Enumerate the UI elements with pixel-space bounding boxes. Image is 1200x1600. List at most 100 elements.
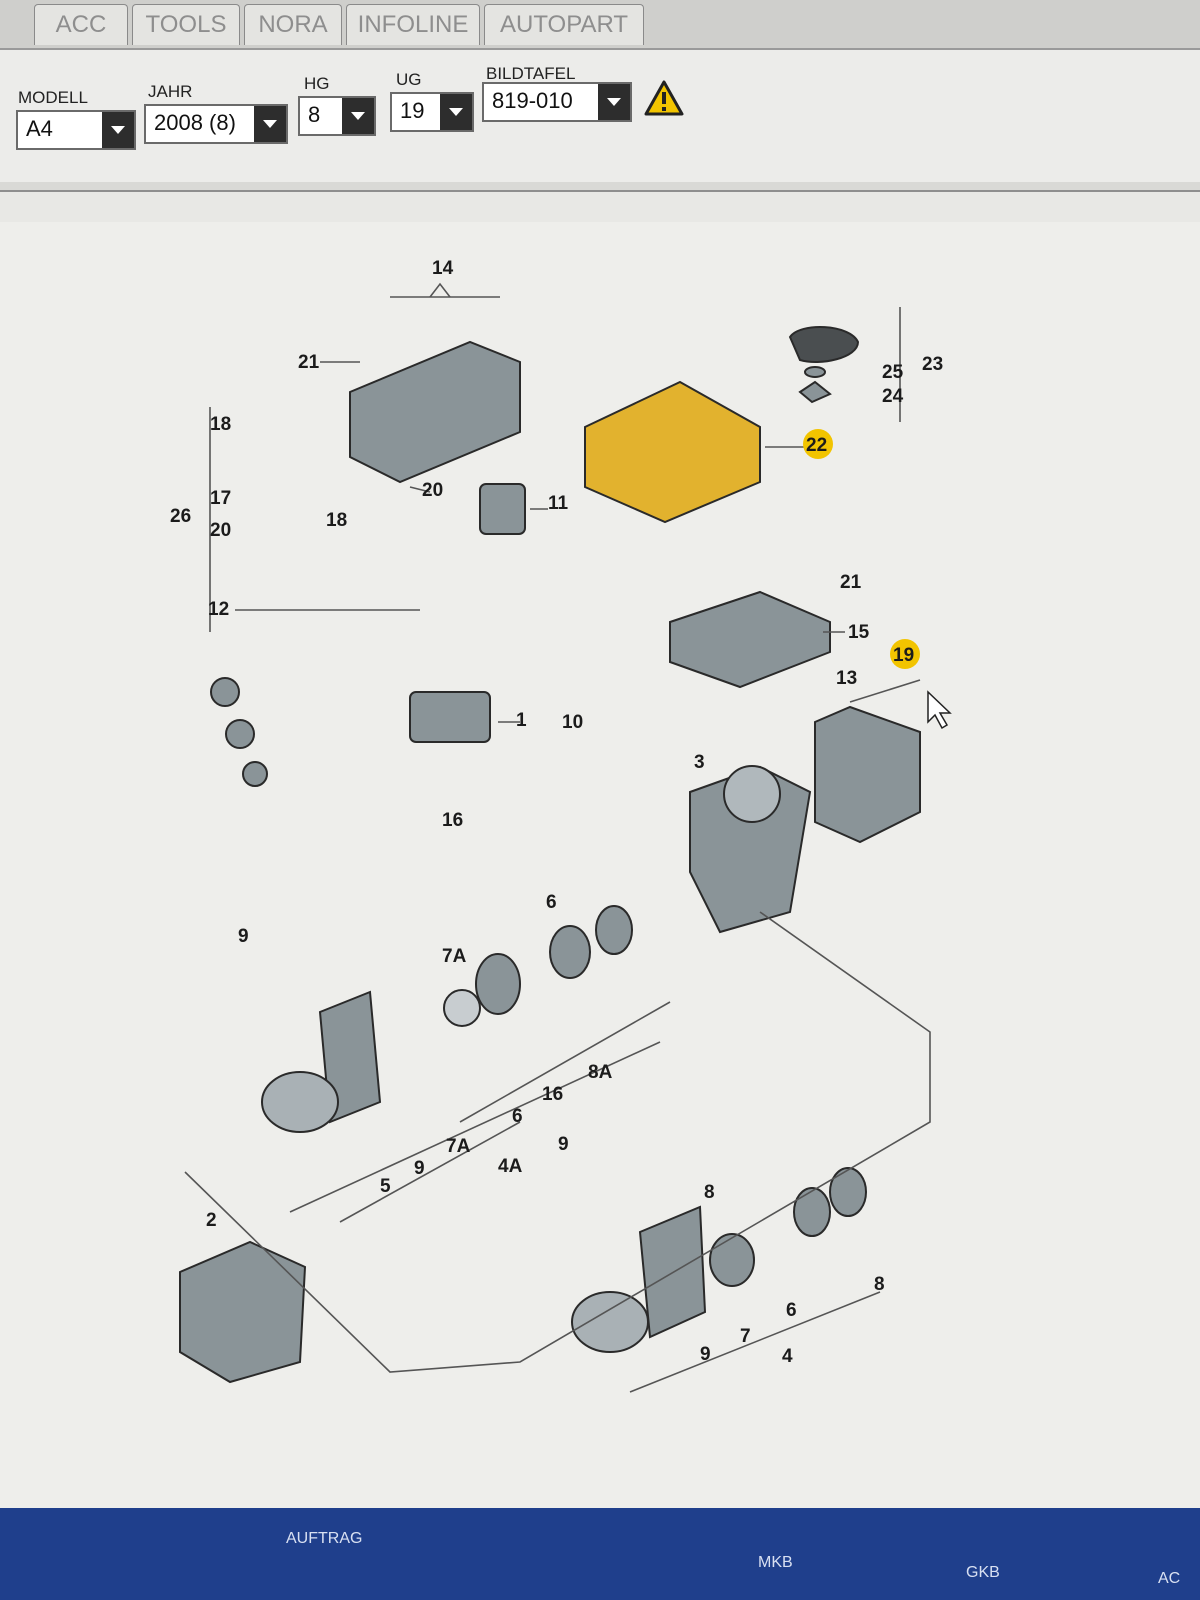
part-housing-13[interactable] bbox=[814, 705, 921, 844]
callout-label[interactable]: 26 bbox=[170, 506, 191, 527]
part-tube-5[interactable] bbox=[261, 1071, 339, 1133]
callout-label[interactable]: 18 bbox=[210, 414, 231, 435]
callout-label[interactable]: 13 bbox=[836, 668, 857, 689]
callout-label[interactable]: 20 bbox=[422, 480, 443, 501]
part-sensor-11[interactable] bbox=[479, 483, 526, 535]
callout-label[interactable]: 25 bbox=[882, 362, 904, 383]
part-tube-4[interactable] bbox=[571, 1291, 649, 1353]
tab-bar: ACC TOOLS NORA INFOLINE AUTOPART bbox=[0, 0, 1200, 48]
callout-label[interactable]: 7A bbox=[442, 946, 467, 967]
hg-select[interactable]: 8 bbox=[298, 96, 376, 136]
callout-label[interactable]: 10 bbox=[562, 712, 583, 733]
callout-label[interactable]: 16 bbox=[542, 1084, 563, 1105]
status-footer: AUFTRAG MKB GKB AC bbox=[0, 1508, 1200, 1600]
part-clip-24[interactable] bbox=[798, 380, 832, 404]
chevron-down-icon[interactable] bbox=[342, 98, 374, 134]
part-seal-8A-a[interactable] bbox=[549, 925, 591, 979]
callout-label[interactable]: 9 bbox=[558, 1134, 569, 1155]
callout-label[interactable]: 12 bbox=[208, 599, 229, 620]
callout-label[interactable]: 18 bbox=[326, 510, 347, 531]
part-harness-1[interactable] bbox=[409, 691, 491, 743]
ug-value: 19 bbox=[400, 98, 425, 123]
callout-label[interactable]: 14 bbox=[432, 258, 454, 279]
part-pump-2[interactable] bbox=[179, 1240, 307, 1384]
footer-auftrag[interactable]: AUFTRAG bbox=[286, 1530, 363, 1547]
callout-label[interactable]: 9 bbox=[700, 1344, 711, 1365]
callout-labels: 14 21 18 17 20 26 12 11 20 18 23 25 24 2… bbox=[170, 258, 943, 1367]
part-washer-25[interactable] bbox=[804, 366, 826, 378]
bildtafel-value: 819-010 bbox=[492, 88, 573, 113]
model-select[interactable]: A4 bbox=[16, 110, 136, 150]
tab-infoline[interactable]: INFOLINE bbox=[346, 4, 480, 45]
callout-label[interactable]: 4 bbox=[782, 1346, 793, 1367]
callout-label[interactable]: 7A bbox=[446, 1136, 471, 1157]
callout-label[interactable]: 9 bbox=[414, 1158, 425, 1179]
hg-value: 8 bbox=[308, 102, 321, 127]
callout-label[interactable]: 9 bbox=[238, 926, 249, 947]
callout-label[interactable]: 15 bbox=[848, 622, 870, 643]
part-seal-8-b[interactable] bbox=[829, 1167, 867, 1217]
callout-label[interactable]: 23 bbox=[922, 354, 943, 375]
callout-label[interactable]: 4A bbox=[498, 1156, 523, 1177]
callout-label[interactable]: 6 bbox=[512, 1106, 523, 1127]
callout-label[interactable]: 8 bbox=[874, 1274, 885, 1295]
callout-label[interactable]: 2 bbox=[206, 1210, 217, 1231]
part-cover-14[interactable] bbox=[349, 340, 521, 484]
callout-label[interactable]: 21 bbox=[298, 352, 320, 373]
model-value: A4 bbox=[26, 116, 53, 141]
part-seal-8A-b[interactable] bbox=[595, 905, 633, 955]
footer-mkb[interactable]: MKB bbox=[758, 1554, 793, 1571]
callout-label[interactable]: 1 bbox=[516, 710, 527, 731]
callout-label[interactable]: 5 bbox=[380, 1176, 391, 1197]
callout-label[interactable]: 19 bbox=[893, 645, 914, 666]
ug-label: UG bbox=[396, 70, 422, 89]
part-connector-b[interactable] bbox=[225, 719, 255, 749]
callout-label[interactable]: 21 bbox=[840, 572, 862, 593]
part-seal-7[interactable] bbox=[709, 1233, 755, 1287]
bildtafel-select[interactable]: 819-010 bbox=[482, 82, 632, 122]
callout-label[interactable]: 8 bbox=[704, 1182, 715, 1203]
callout-label[interactable]: 22 bbox=[806, 435, 827, 456]
footer-ac[interactable]: AC bbox=[1158, 1570, 1181, 1587]
part-seal-7A-upper[interactable] bbox=[443, 989, 481, 1027]
part-control-unit-22[interactable] bbox=[584, 380, 761, 524]
part-seal-8-a[interactable] bbox=[793, 1187, 831, 1237]
callout-label[interactable]: 7 bbox=[740, 1326, 751, 1347]
callout-label[interactable]: 6 bbox=[786, 1300, 797, 1321]
callout-label[interactable]: 17 bbox=[210, 488, 231, 509]
callout-label[interactable]: 11 bbox=[548, 493, 569, 514]
footer-gkb[interactable]: GKB bbox=[966, 1564, 1000, 1581]
chevron-down-icon[interactable] bbox=[440, 94, 472, 130]
callout-label[interactable]: 8A bbox=[588, 1062, 613, 1083]
part-remote-23[interactable] bbox=[788, 326, 860, 363]
parts-diagram-panel: 14 21 18 17 20 26 12 11 20 18 23 25 24 2… bbox=[0, 222, 1200, 1508]
part-gasket-upper[interactable] bbox=[475, 953, 521, 1015]
callout-label[interactable]: 6 bbox=[546, 892, 557, 913]
callout-label[interactable]: 3 bbox=[694, 752, 705, 773]
ug-select[interactable]: 19 bbox=[390, 92, 474, 132]
callout-label[interactable]: 20 bbox=[210, 520, 231, 541]
mouse-cursor-icon bbox=[927, 690, 952, 730]
part-connector-a[interactable] bbox=[210, 677, 240, 707]
tab-autopart[interactable]: AUTOPART bbox=[484, 4, 644, 45]
chevron-down-icon[interactable] bbox=[598, 84, 630, 120]
year-select[interactable]: 2008 (8) bbox=[144, 104, 288, 144]
part-connector-c[interactable] bbox=[242, 761, 268, 787]
chevron-down-icon[interactable] bbox=[102, 112, 134, 148]
bildtafel-label: BILDTAFEL bbox=[486, 64, 576, 83]
year-value: 2008 (8) bbox=[154, 110, 236, 135]
tab-nora[interactable]: NORA bbox=[244, 4, 342, 45]
hg-label: HG bbox=[304, 74, 330, 93]
highlight-marker-19 bbox=[890, 639, 920, 669]
callout-label[interactable]: 16 bbox=[442, 810, 463, 831]
year-label: JAHR bbox=[148, 82, 193, 101]
tab-tools[interactable]: TOOLS bbox=[132, 4, 240, 45]
part-fan-wheel[interactable] bbox=[723, 765, 781, 823]
toolbar-separator bbox=[0, 190, 1200, 224]
highlight-marker-22 bbox=[803, 429, 833, 459]
warning-icon[interactable] bbox=[644, 80, 684, 116]
callout-label[interactable]: 24 bbox=[882, 386, 904, 407]
part-cover-15[interactable] bbox=[669, 590, 831, 689]
chevron-down-icon[interactable] bbox=[254, 106, 286, 142]
tab-acc[interactable]: ACC bbox=[34, 4, 128, 45]
